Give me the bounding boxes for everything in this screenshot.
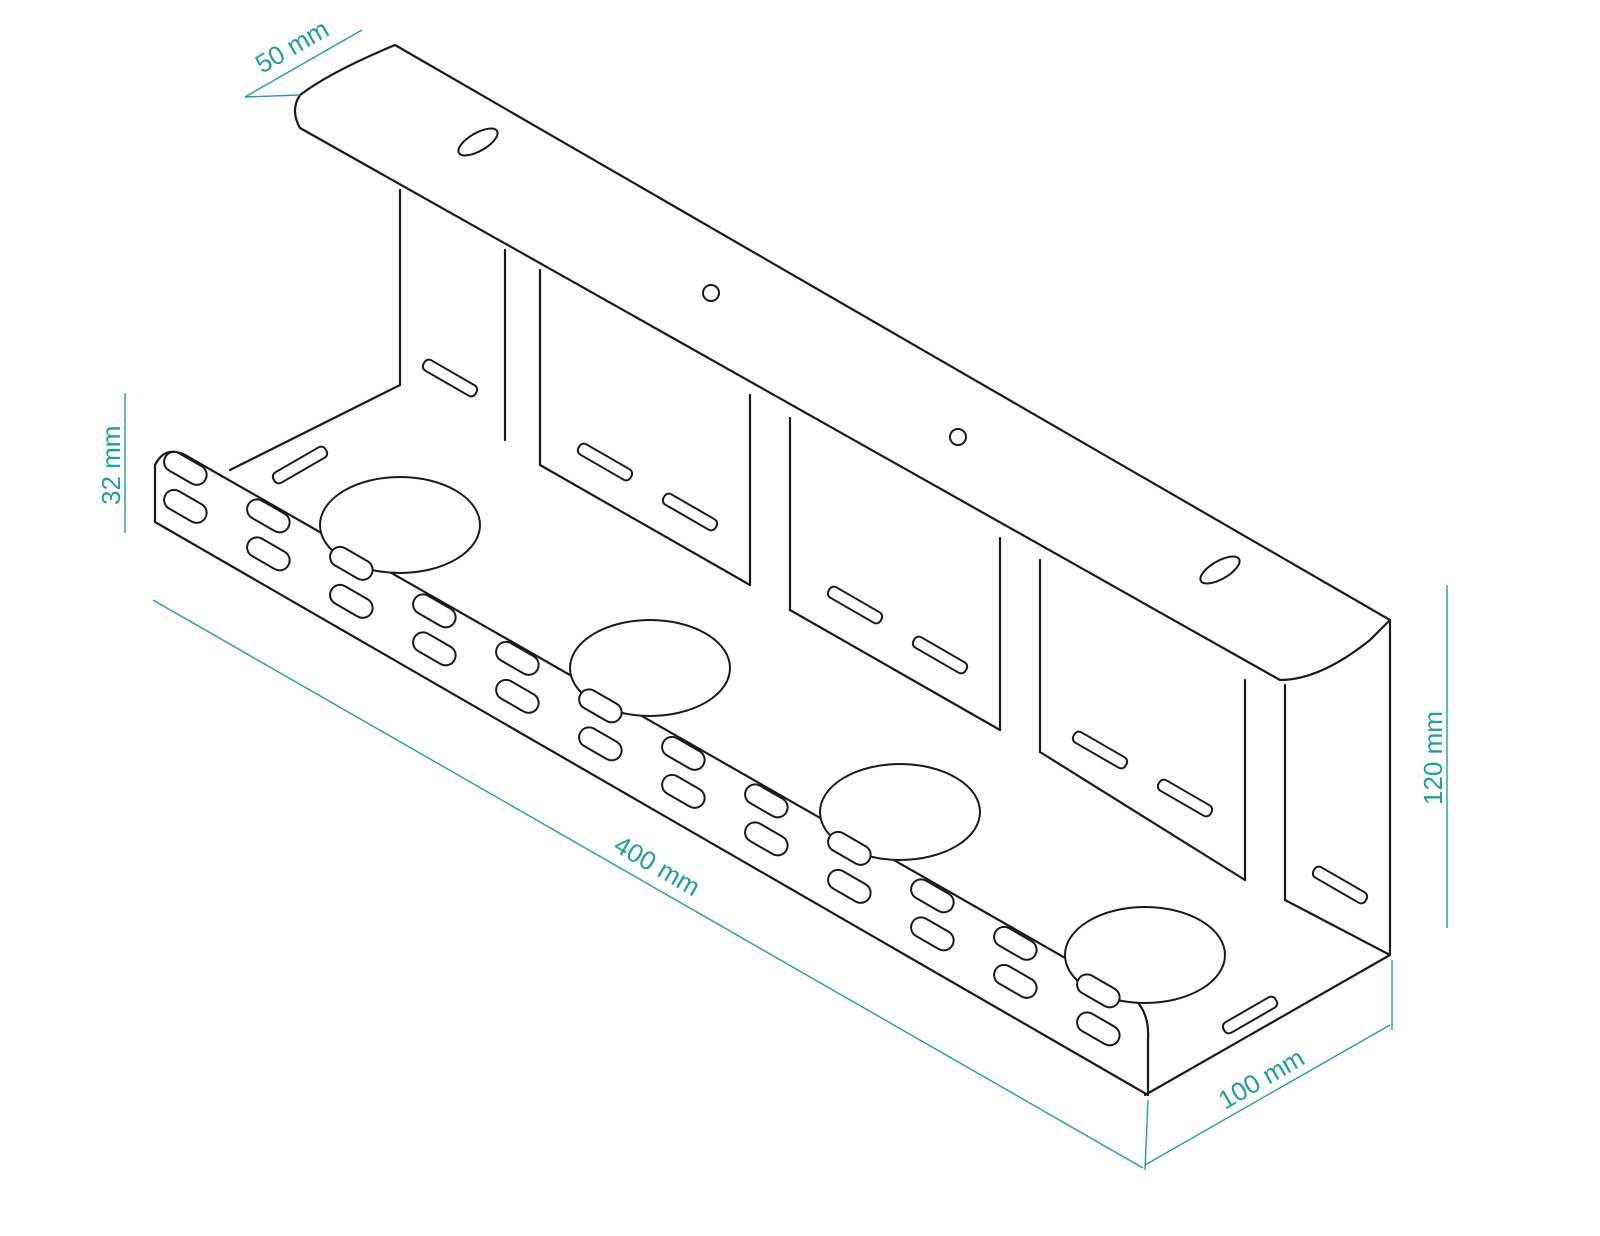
lip-slot: [661, 735, 706, 771]
screw-hole-2: [949, 428, 967, 446]
lip-slot: [412, 593, 457, 629]
lip-slot: [495, 640, 540, 676]
base-slot: [271, 445, 329, 485]
tray-outline: [153, 43, 1392, 1097]
base-slots: [271, 358, 1369, 1035]
cable-hole-1: [319, 476, 481, 574]
lip-slot: [910, 916, 955, 952]
base-slot: [576, 442, 634, 482]
lip-slot: [827, 830, 872, 866]
lip-slots: [163, 450, 1121, 1047]
lip-slot: [578, 726, 623, 762]
lip-slot: [329, 583, 374, 619]
base-back-edge: [228, 383, 1392, 957]
keyhole-2: [1199, 555, 1241, 585]
cable-hole-2: [569, 619, 731, 717]
cable-hole-3: [819, 763, 981, 861]
base-slot: [1221, 995, 1279, 1035]
lip-slot: [495, 678, 540, 714]
base-slot: [1311, 865, 1369, 905]
lip-slot: [827, 868, 872, 904]
dim-label-120: 120 mm: [1418, 711, 1448, 805]
lip-slot: [993, 963, 1038, 999]
lip-slot: [1076, 1011, 1121, 1047]
lip-slot: [163, 488, 208, 524]
lip-slot: [1076, 973, 1121, 1009]
dim-label-400: 400 mm: [609, 829, 705, 902]
screw-hole-1: [702, 284, 720, 302]
right-side: [1143, 618, 1392, 1097]
dim-label-32: 32 mm: [96, 426, 126, 505]
dim-line-50: [244, 29, 363, 98]
base-slot: [1156, 778, 1214, 818]
lip-slot: [163, 450, 208, 486]
dim-line-100: [1144, 1024, 1391, 1166]
hanger-4: [1243, 678, 1287, 902]
base-slot: [421, 358, 479, 398]
base-slot: [661, 492, 719, 532]
lip-slot: [744, 783, 789, 819]
lip-slot: [412, 631, 457, 667]
dim-line-400: [152, 599, 1144, 1169]
base-slot: [1071, 730, 1129, 770]
top-plate: [293, 43, 1392, 682]
dim-ext-50: [244, 94, 301, 98]
lip-slot: [910, 878, 955, 914]
lip-slot: [329, 545, 374, 581]
lip-slot: [993, 925, 1038, 961]
lip-slot: [578, 688, 623, 724]
base-slot: [826, 585, 884, 625]
hanger-2: [748, 393, 792, 612]
lip-slot: [246, 498, 291, 534]
hanger-3: [998, 536, 1042, 754]
lip-slot: [661, 773, 706, 809]
dim-ext-left: [1144, 1099, 1149, 1171]
lip-slot: [246, 536, 291, 572]
base-slot: [911, 635, 969, 675]
keyhole-1: [457, 127, 499, 157]
lip-slot: [744, 821, 789, 857]
dimension-lines: 50 mm 32 mm 400 mm 100 mm 120 mm: [96, 13, 1448, 1171]
hanger-1: [398, 188, 542, 467]
cable-hole-4: [1064, 906, 1226, 1004]
